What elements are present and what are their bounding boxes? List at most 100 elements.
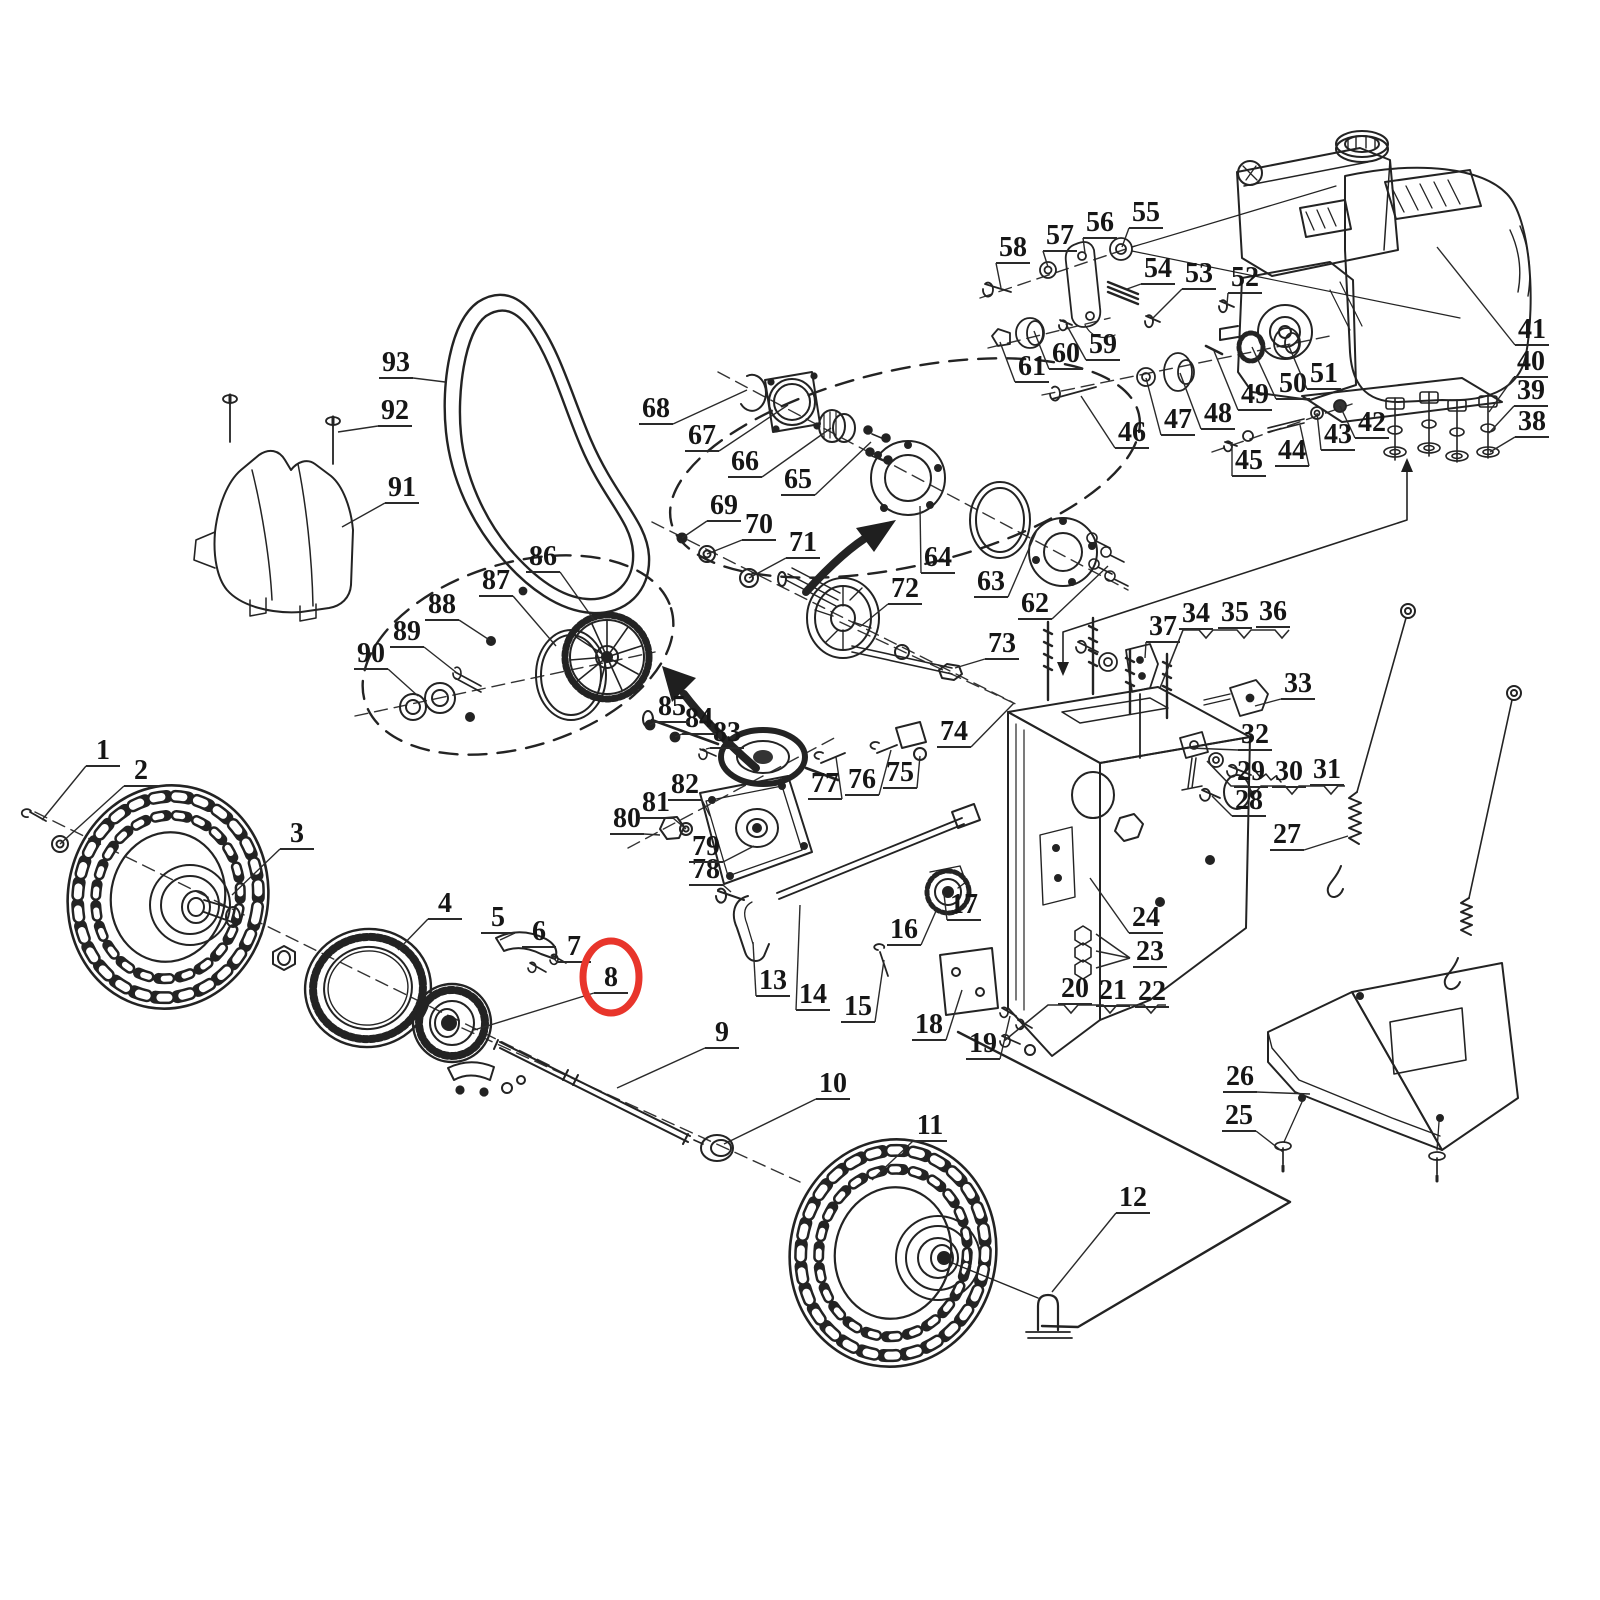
part-label-55[interactable]: 55 — [1121, 197, 1163, 248]
part-label-21[interactable]: 21 — [1096, 975, 1130, 1007]
part-label-26[interactable]: 26 — [1223, 1061, 1311, 1095]
part-label-11[interactable]: 11 — [871, 1110, 947, 1181]
part-label-34[interactable]: 34 — [1179, 598, 1213, 630]
part-label-37[interactable]: 37 — [1144, 611, 1180, 659]
part-label-82[interactable]: 82 — [668, 769, 711, 817]
part-label-45[interactable]: 45 — [1231, 442, 1266, 477]
part-label-36[interactable]: 36 — [1256, 596, 1290, 628]
part-label-14[interactable]: 14 — [795, 904, 830, 1011]
part-label-27[interactable]: 27 — [1270, 819, 1349, 851]
part-label-61[interactable]: 61 — [999, 341, 1049, 383]
part-label-59[interactable]: 59 — [1065, 323, 1120, 361]
part-label-44[interactable]: 44 — [1275, 424, 1310, 467]
part-label-92[interactable]: 92 — [337, 395, 412, 433]
part-label-24[interactable]: 24 — [1089, 877, 1163, 934]
part-label-88[interactable]: 88 — [425, 589, 492, 642]
part-label-13[interactable]: 13 — [752, 941, 790, 997]
part-label-15[interactable]: 15 — [841, 959, 885, 1023]
part-label-85[interactable]: 85 — [649, 691, 689, 726]
part-label-52[interactable]: 52 — [1226, 262, 1262, 305]
part-label-53[interactable]: 53 — [1152, 258, 1216, 319]
part-label-70[interactable]: 70 — [706, 509, 776, 555]
part-label-17[interactable]: 17 — [943, 889, 981, 921]
part-label-86[interactable]: 86 — [526, 541, 595, 621]
part-label-89[interactable]: 89 — [390, 616, 458, 674]
part-label-66[interactable]: 66 — [728, 427, 832, 478]
part-label-20[interactable]: 20 — [1058, 973, 1092, 1005]
part-label-25[interactable]: 25 — [1222, 1100, 1284, 1153]
part-label-32[interactable]: 32 — [1189, 719, 1272, 751]
svg-text:25: 25 — [1225, 1100, 1253, 1131]
part-label-69[interactable]: 69 — [681, 490, 741, 539]
part-label-63[interactable]: 63 — [974, 529, 1038, 598]
part-label-46[interactable]: 46 — [1080, 395, 1149, 449]
part-label-30[interactable]: 30 — [1272, 756, 1306, 788]
part-label-67[interactable]: 67 — [685, 404, 789, 452]
part-label-31[interactable]: 31 — [1310, 754, 1344, 786]
part-label-64[interactable]: 64 — [919, 505, 955, 574]
part-label-50[interactable]: 50 — [1251, 346, 1310, 400]
part-label-83[interactable]: 83 — [705, 717, 744, 750]
part-label-74[interactable]: 74 — [937, 702, 1015, 748]
part-label-60[interactable]: 60 — [1033, 330, 1083, 370]
part-label-93[interactable]: 93 — [379, 347, 446, 383]
part-label-84[interactable]: 84 — [674, 703, 716, 738]
part-label-78[interactable]: 78 — [689, 854, 732, 893]
part-label-58[interactable]: 58 — [995, 232, 1030, 289]
part-label-81[interactable]: 81 — [639, 787, 687, 830]
part-label-4[interactable]: 4 — [397, 888, 462, 951]
part-label-90[interactable]: 90 — [354, 638, 419, 697]
brace-20-21-22 — [1003, 1004, 1166, 1042]
part-label-29[interactable]: 29 — [1234, 756, 1268, 788]
part-label-33[interactable]: 33 — [1254, 668, 1315, 707]
part-label-79[interactable]: 79 — [689, 831, 755, 863]
part-label-16[interactable]: 16 — [887, 910, 937, 946]
part-label-71[interactable]: 71 — [748, 527, 820, 579]
part-label-40[interactable]: 40 — [1488, 346, 1548, 413]
part-label-42[interactable]: 42 — [1339, 405, 1389, 439]
part-label-65[interactable]: 65 — [781, 441, 872, 496]
part-label-41[interactable]: 41 — [1436, 246, 1549, 346]
part-label-49[interactable]: 49 — [1213, 350, 1272, 411]
part-label-6[interactable]: 6 — [522, 916, 556, 948]
part-label-35[interactable]: 35 — [1218, 597, 1252, 629]
part-label-77[interactable]: 77 — [808, 756, 843, 800]
part-label-43[interactable]: 43 — [1316, 412, 1355, 451]
part-label-47[interactable]: 47 — [1145, 377, 1195, 436]
part-label-56[interactable]: 56 — [1082, 207, 1117, 254]
part-label-8[interactable]: 8 — [473, 962, 628, 1031]
part-label-72[interactable]: 72 — [860, 573, 922, 627]
part-label-91[interactable]: 91 — [341, 472, 419, 528]
part-label-62[interactable]: 62 — [1018, 565, 1109, 620]
part-label-54[interactable]: 54 — [1126, 253, 1175, 290]
part-label-10[interactable]: 10 — [723, 1068, 850, 1145]
part-label-1[interactable]: 1 — [41, 735, 120, 821]
brace-23 — [1095, 933, 1131, 969]
part-label-76[interactable]: 76 — [845, 749, 892, 796]
part-label-28[interactable]: 28 — [1211, 785, 1266, 817]
svg-text:11: 11 — [917, 1110, 943, 1141]
drive-belt — [443, 293, 651, 615]
part-label-87[interactable]: 87 — [479, 565, 557, 647]
part-label-12[interactable]: 12 — [1051, 1182, 1150, 1293]
part-label-38[interactable]: 38 — [1489, 406, 1549, 453]
part-label-68[interactable]: 68 — [639, 389, 748, 425]
part-label-39[interactable]: 39 — [1488, 375, 1548, 434]
part-label-75[interactable]: 75 — [883, 755, 921, 789]
part-label-22[interactable]: 22 — [1135, 976, 1169, 1008]
part-label-3[interactable]: 3 — [231, 818, 314, 896]
part-label-57[interactable]: 57 — [1042, 220, 1077, 268]
part-label-9[interactable]: 9 — [616, 1017, 739, 1089]
svg-text:65: 65 — [784, 464, 812, 495]
part-label-19[interactable]: 19 — [966, 1015, 1011, 1060]
part-label-5[interactable]: 5 — [481, 902, 516, 941]
part-label-2[interactable]: 2 — [59, 755, 158, 845]
part-label-51[interactable]: 51 — [1287, 343, 1341, 390]
part-label-73[interactable]: 73 — [954, 628, 1019, 669]
part-label-18[interactable]: 18 — [912, 989, 963, 1041]
part-label-48[interactable]: 48 — [1179, 372, 1235, 430]
part-label-23[interactable]: 23 — [1133, 936, 1167, 968]
part-label-80[interactable]: 80 — [610, 803, 661, 836]
